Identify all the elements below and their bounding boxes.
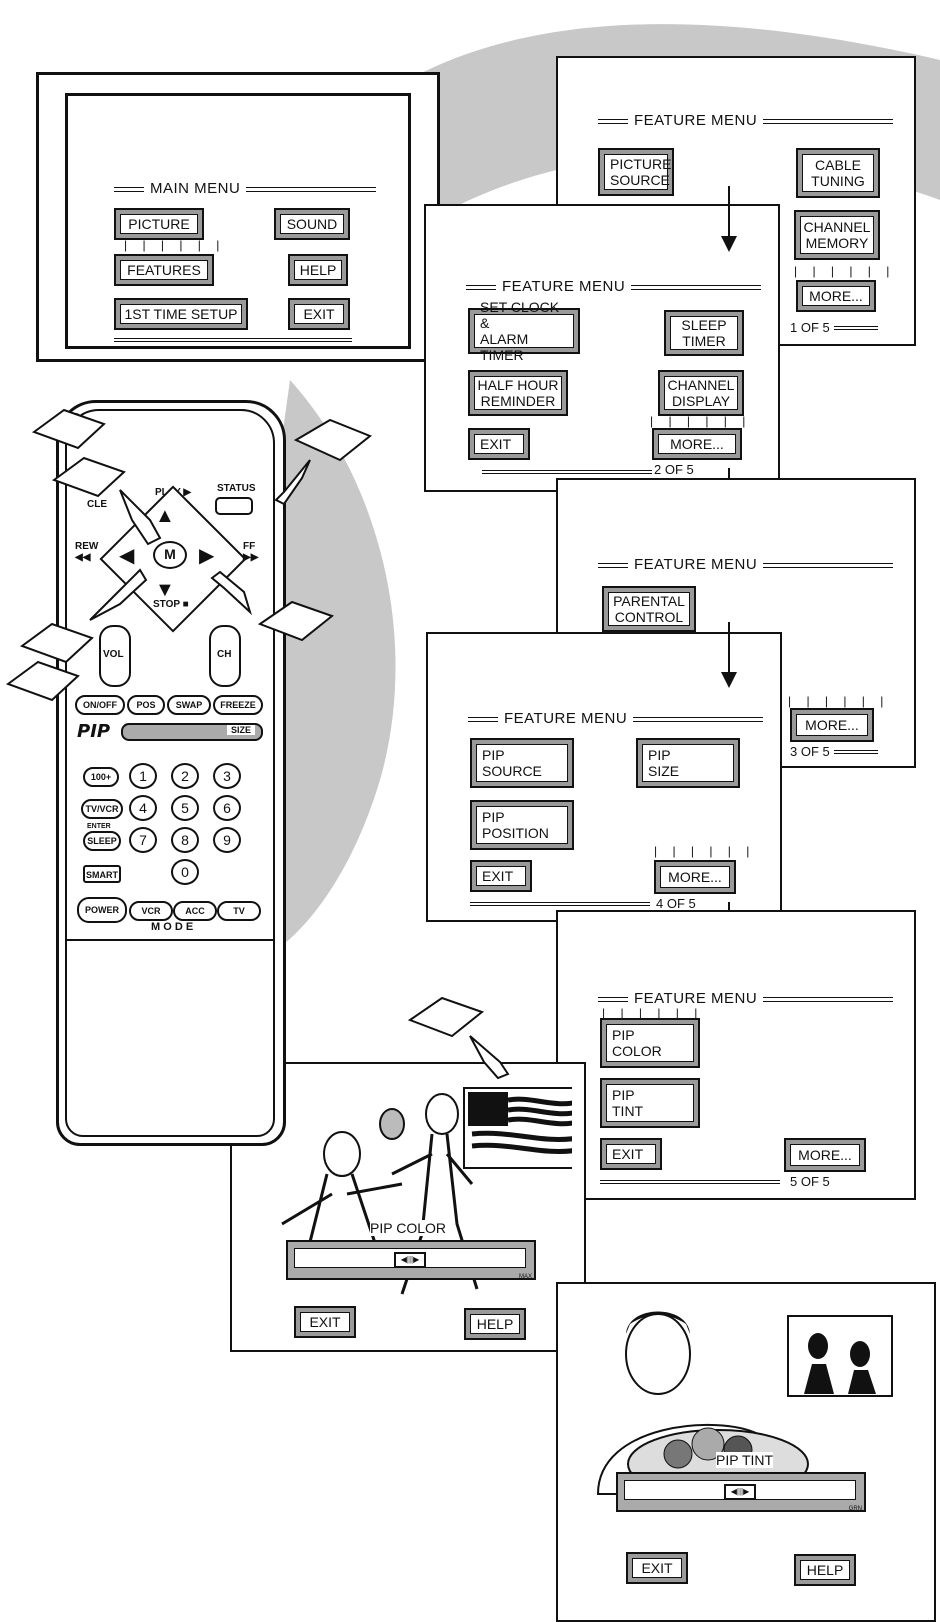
pointing-hand-icon [276, 460, 310, 504]
pointing-hand-icon [212, 572, 250, 612]
pointing-hand-icon [470, 1036, 508, 1078]
pointing-hand-icon [90, 570, 146, 620]
step-badge-shape [34, 410, 104, 448]
pointing-hand-icon [120, 490, 160, 544]
